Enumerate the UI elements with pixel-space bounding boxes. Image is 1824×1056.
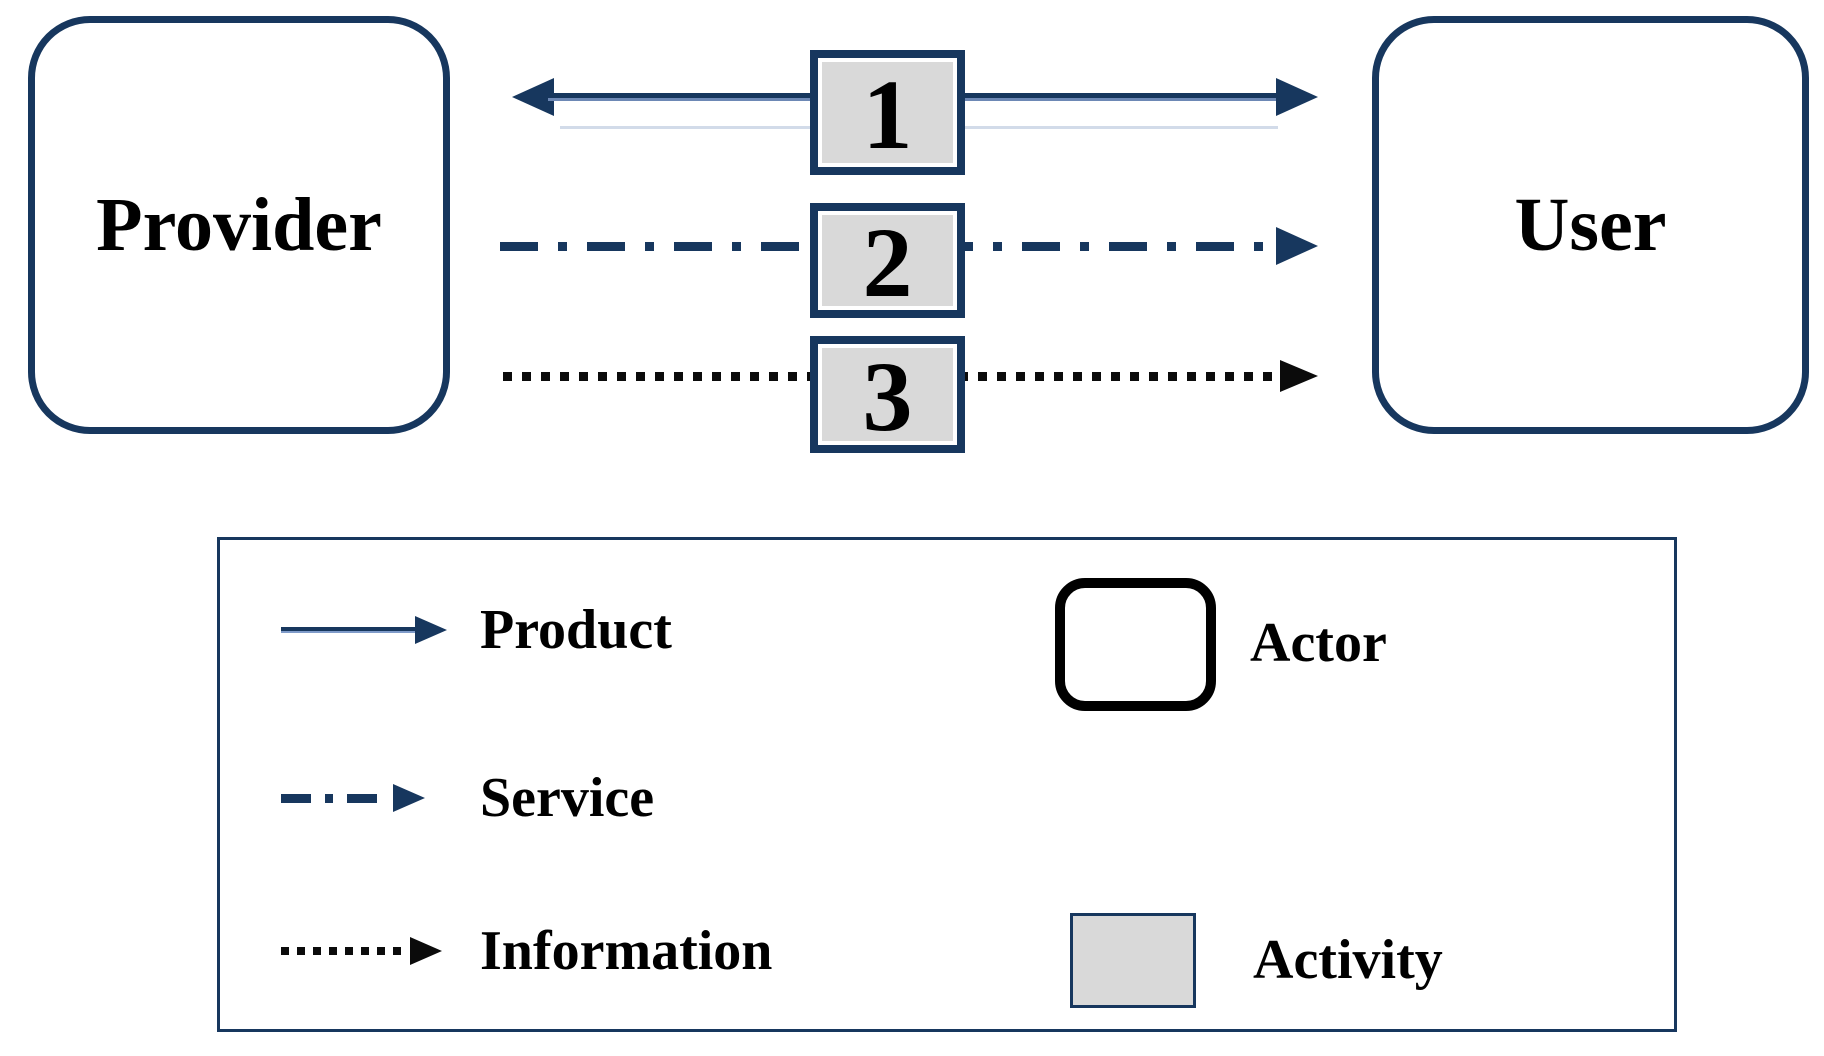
user-label: User (1514, 182, 1667, 267)
legend-label-activity: Activity (1253, 929, 1443, 991)
information-line-sample (281, 947, 408, 955)
activity-3-number: 3 (862, 341, 913, 452)
legend-box: Product Service Information Actor Activi… (217, 537, 1677, 1032)
user-actor-box: User (1372, 16, 1809, 434)
legend-label-actor: Actor (1250, 612, 1387, 674)
service-line-sample (281, 794, 391, 803)
arrowhead-right-icon (410, 937, 442, 965)
product-line-sample (281, 627, 415, 633)
actor-swatch (1055, 578, 1216, 711)
arrowhead-right-icon (1276, 227, 1318, 265)
legend-label-information: Information (480, 920, 773, 982)
activity-box-1: 1 (810, 50, 965, 175)
arrowhead-right-icon (415, 616, 447, 644)
arrowhead-right-icon (1276, 78, 1318, 116)
provider-actor-box: Provider (28, 16, 450, 434)
activity-box-3: 3 (810, 336, 965, 453)
arrowhead-right-icon (393, 784, 425, 812)
arrowhead-right-icon (1280, 360, 1318, 392)
legend-label-service: Service (480, 767, 655, 829)
activity-swatch (1070, 913, 1196, 1008)
provider-label: Provider (96, 182, 382, 267)
arrowhead-left-icon (512, 78, 554, 116)
activity-2-number: 2 (862, 207, 913, 318)
activity-1-number: 1 (862, 59, 913, 170)
activity-box-2: 2 (810, 203, 965, 318)
legend-label-product: Product (480, 599, 672, 661)
